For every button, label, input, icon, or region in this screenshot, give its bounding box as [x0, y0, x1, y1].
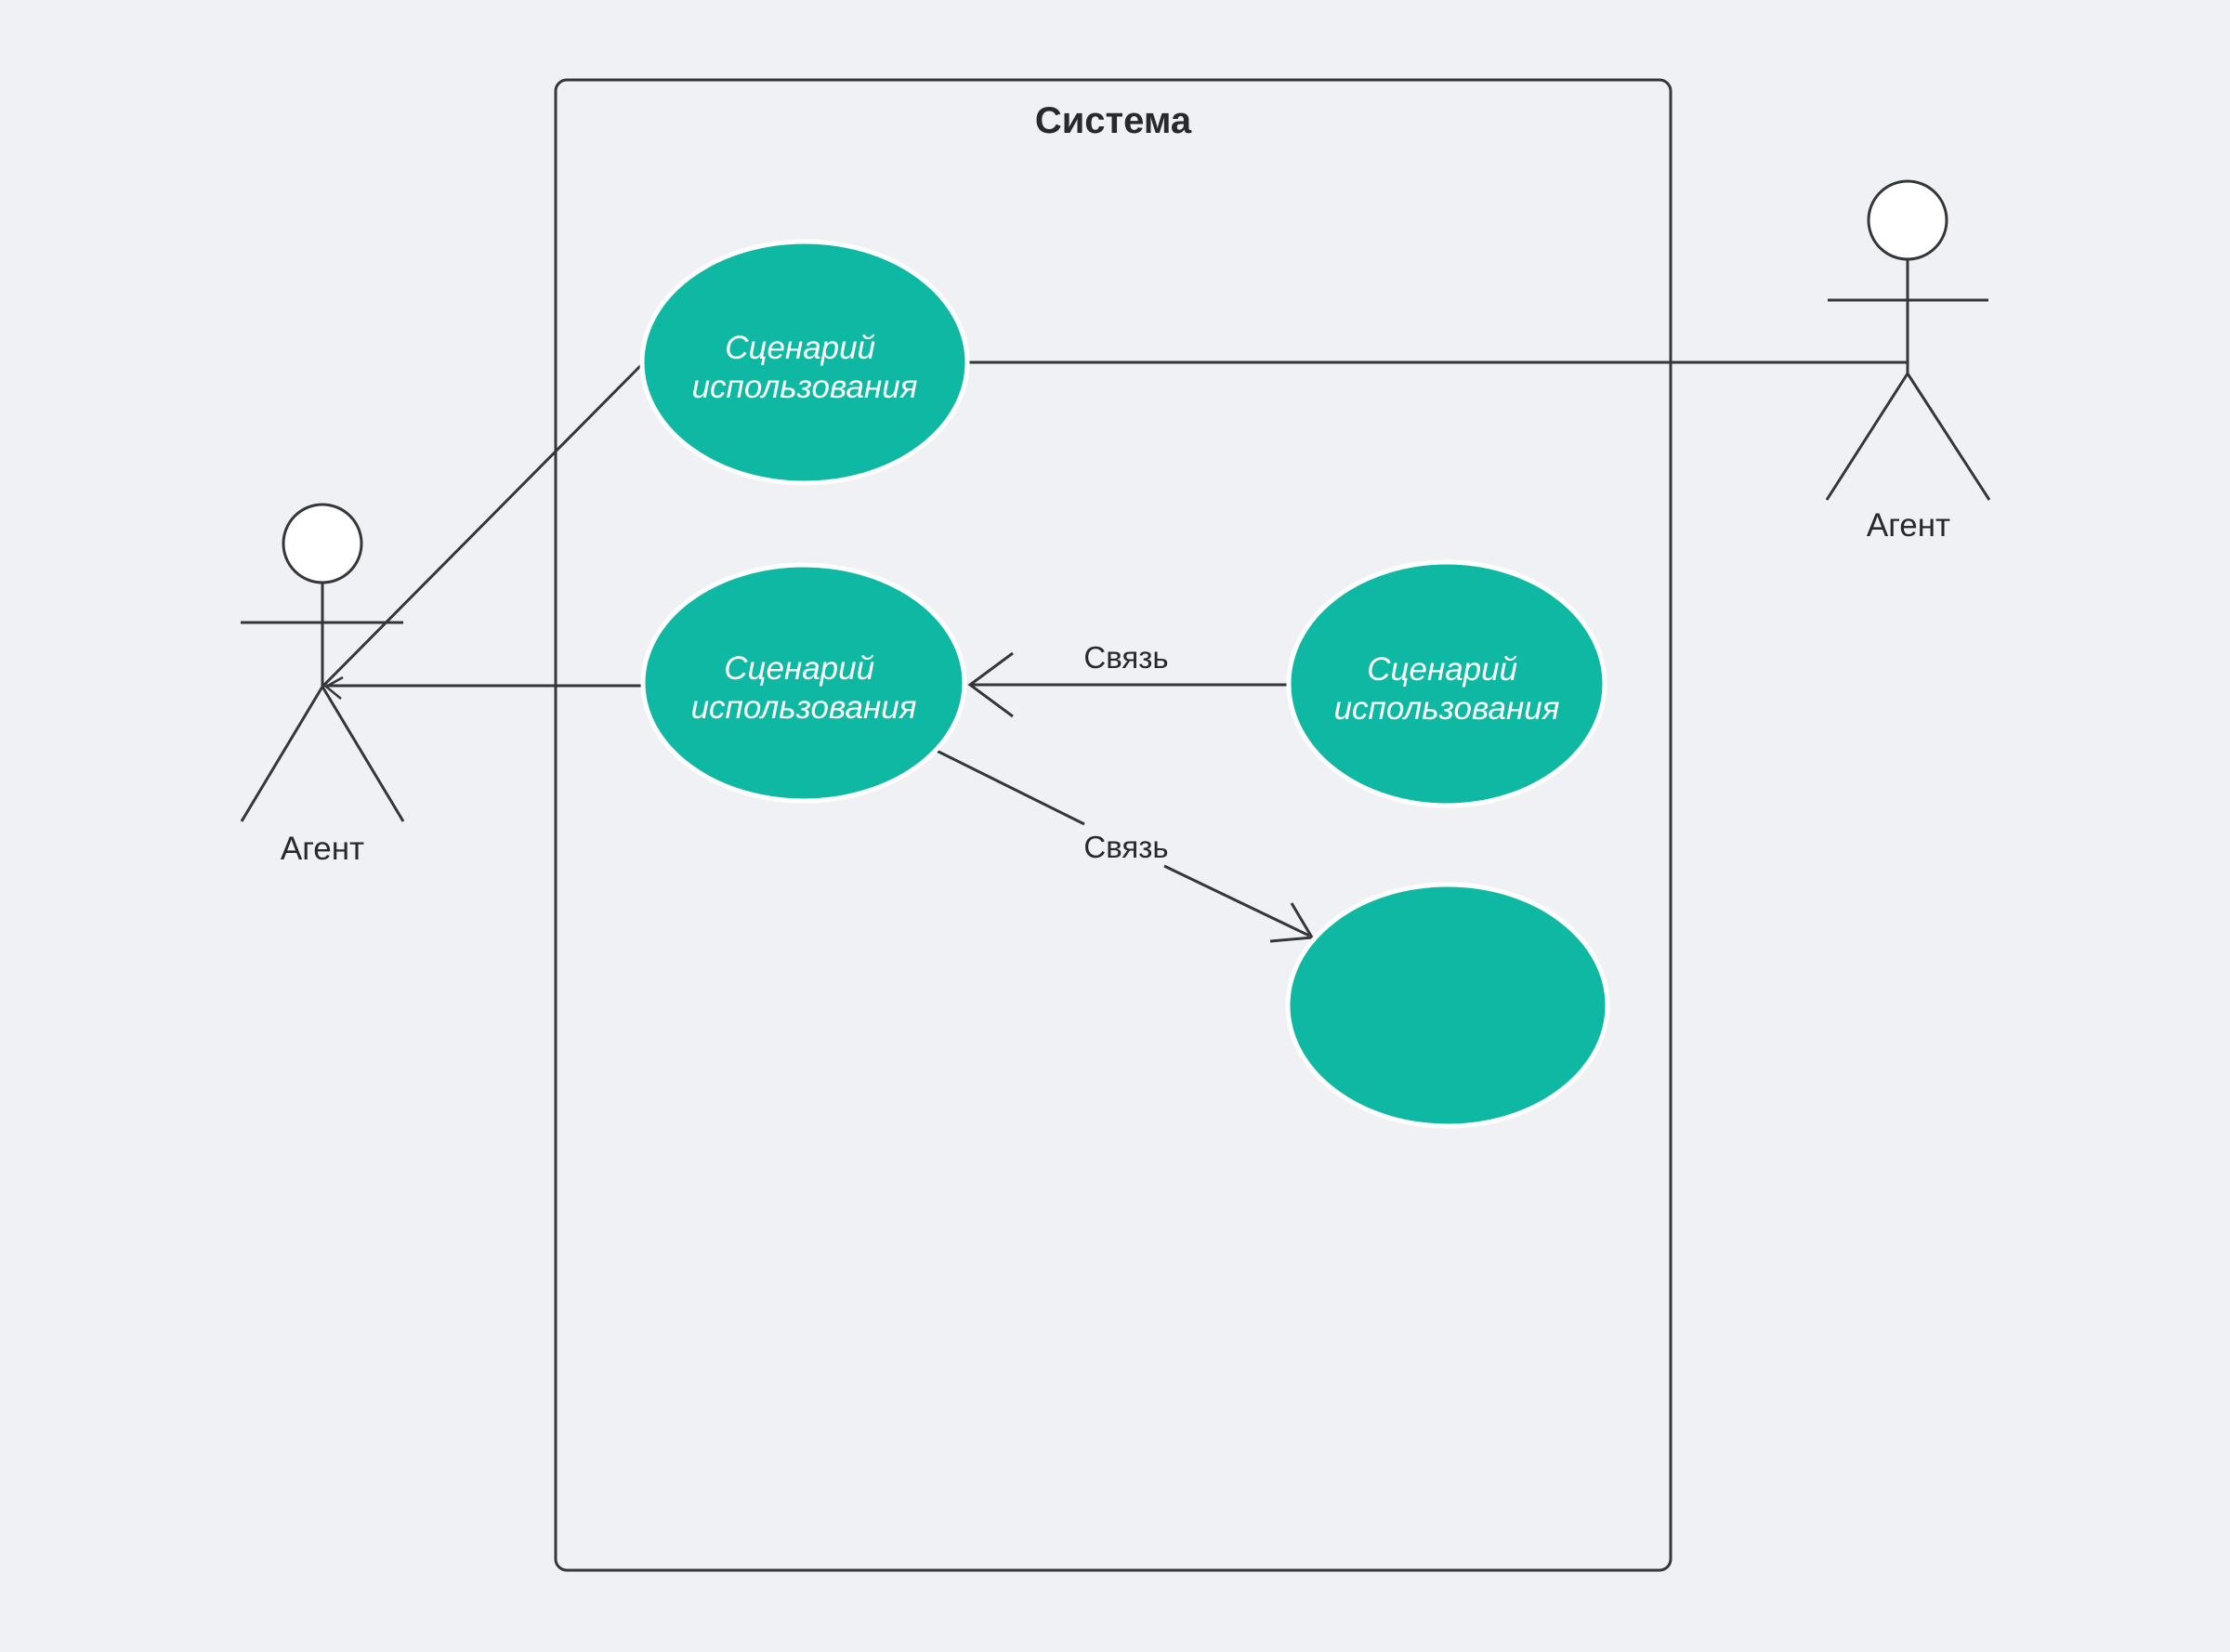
use-case-label-line: использования [691, 689, 917, 726]
use-case-bottom-empty [1285, 882, 1610, 1129]
association-uc-middle-to-uc-bottom-segment2 [1163, 864, 1310, 937]
actor-left: Агент [240, 503, 405, 867]
use-case-right-label: Сценарий использования [1334, 651, 1560, 727]
association-leftactor-to-uc-top [321, 361, 645, 688]
use-case-top [639, 239, 970, 486]
actor-right-label: Агент [1867, 507, 1950, 544]
use-case-label-line: Сценарий [725, 330, 875, 366]
association-label-right-to-middle: Связь [1083, 640, 1168, 675]
use-case-label-line: Сценарий [1367, 651, 1517, 688]
use-case-middle [640, 562, 967, 804]
actor-left-leg-left [240, 686, 324, 822]
system-boundary [554, 78, 1672, 1572]
use-case-label-line: использования [1334, 690, 1560, 727]
association-label-middle-to-bottom: Связь [1083, 830, 1168, 864]
arrowhead-at-uc-middle [967, 651, 1014, 718]
use-case-right [1286, 559, 1607, 808]
actor-right-leg-left [1825, 373, 1909, 501]
use-case-label-line: Сценарий [724, 650, 874, 687]
actor-left-label: Агент [281, 831, 364, 867]
association-uc-middle-to-uc-bottom-segment1 [936, 749, 1085, 826]
use-case-top-label: Сценарий использования [692, 330, 918, 405]
actor-right-head [1867, 179, 1948, 261]
actor-right-leg-right [1906, 373, 1991, 501]
actor-left-head [282, 503, 363, 584]
actor-left-leg-right [321, 686, 405, 822]
system-title: Система [1035, 100, 1192, 141]
use-case-middle-label: Сценарий использования [691, 650, 917, 726]
actor-right: Агент [1825, 179, 1991, 544]
arrowhead-at-uc-bottom [1269, 902, 1315, 943]
arrowhead-at-left-actor [323, 675, 344, 700]
use-case-label-line: использования [692, 369, 918, 405]
